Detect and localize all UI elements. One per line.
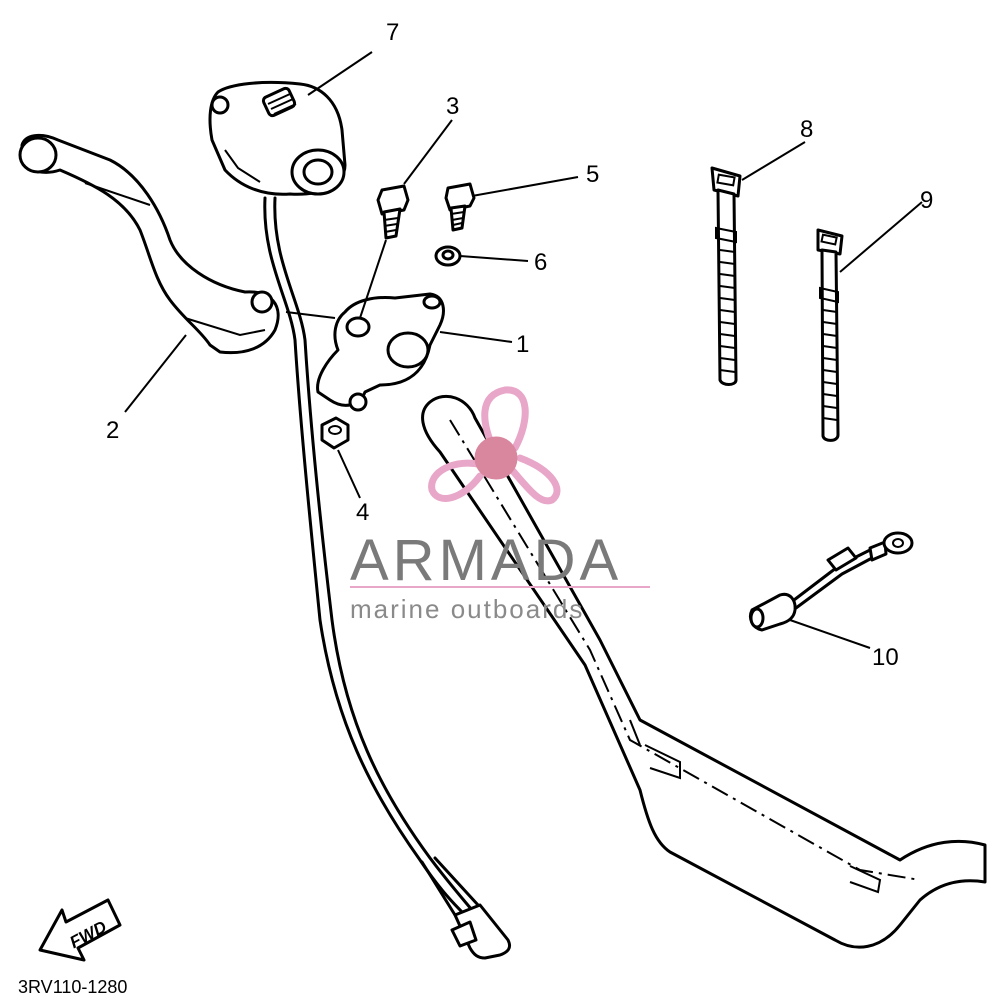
callout-7: 7 — [386, 19, 399, 46]
callout-3: 3 — [446, 93, 459, 120]
part-10-lead-wire — [748, 531, 914, 632]
part-9-cable-tie — [816, 228, 844, 442]
reference-code: 3RV110-1280 — [18, 977, 127, 997]
part-1-lever-holder — [285, 292, 445, 412]
callout-6: 6 — [534, 249, 547, 276]
handlebar — [421, 394, 987, 949]
fwd-arrow-icon: FWD — [38, 898, 122, 962]
watermark: ARMADA marine outboards — [350, 386, 650, 624]
callout-1: 1 — [516, 331, 529, 358]
callout-9: 9 — [920, 187, 933, 214]
part-3-pivot-bolt — [376, 184, 410, 240]
callout-4: 4 — [356, 499, 369, 526]
part-6-washer — [434, 245, 462, 267]
part-2-clutch-lever — [18, 133, 280, 355]
callout-10: 10 — [872, 644, 899, 671]
callout-8: 8 — [800, 116, 813, 143]
watermark-tagline: marine outboards — [350, 594, 584, 624]
leader-lines — [124, 51, 923, 649]
callout-labels: 1 2 3 4 5 6 7 8 9 10 — [106, 19, 933, 671]
watermark-brand: ARMADA — [350, 528, 622, 593]
callout-2: 2 — [106, 417, 119, 444]
part-8-cable-tie — [710, 166, 742, 386]
switch-cable — [263, 196, 512, 960]
callout-5: 5 — [586, 161, 599, 188]
part-4-nut — [320, 416, 350, 450]
part-5-bolt — [444, 182, 476, 232]
part-7-handlebar-switch — [208, 80, 347, 196]
propeller-logo-icon — [428, 386, 561, 505]
